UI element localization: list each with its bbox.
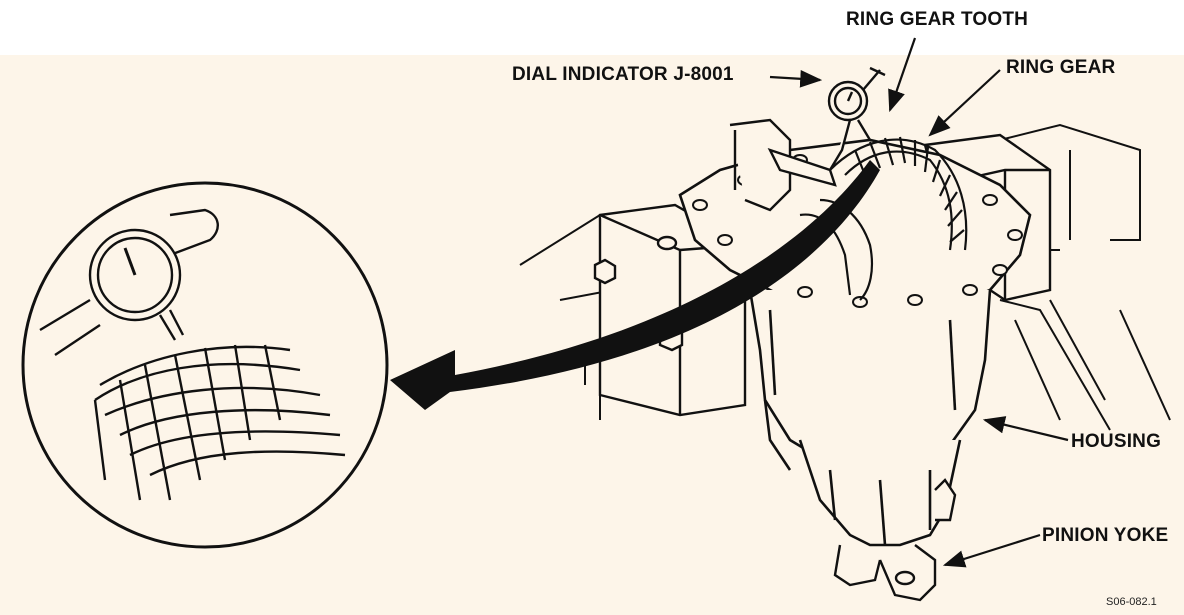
pinion-yoke: [833, 478, 957, 602]
leader-lines: [769, 37, 1069, 568]
label-ring-gear-tooth: RING GEAR TOOTH: [846, 9, 1029, 30]
label-pinion-yoke: PINION YOKE: [1042, 525, 1169, 546]
label-housing: HOUSING: [1071, 431, 1162, 452]
figure-id: S06-082.1: [1106, 596, 1157, 608]
label-dial-indicator: DIAL INDICATOR J-8001: [512, 64, 734, 85]
label-ring-gear: RING GEAR: [1006, 57, 1116, 78]
detail-circle: [21, 181, 389, 549]
detail-arrow: [390, 160, 880, 410]
dial-indicator-mount: [729, 66, 886, 212]
